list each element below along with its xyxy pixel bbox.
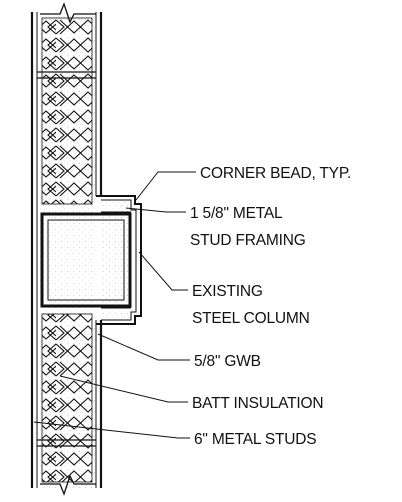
callouts: CORNER BEAD, TYP. 1 5/8" METAL STUD FRAM… [190,165,351,448]
leader-lines [33,171,196,439]
label-existing-column-line1: EXISTING [192,283,263,300]
batt-insulation-lower [41,313,93,483]
label-existing-column-line2: STEEL COLUMN [192,310,310,327]
label-metal-studs: 6" METAL STUDS [194,431,316,448]
break-line-top [40,2,96,24]
batt-insulation-upper [41,17,93,205]
label-batt-insulation: BATT INSULATION [192,395,323,412]
break-line-bottom [40,474,96,496]
label-gwb: 5/8" GWB [194,353,261,370]
steel-column [40,212,132,308]
label-corner-bead: CORNER BEAD, TYP. [200,165,351,182]
metal-studs [37,71,96,447]
label-stud-framing-line1: 1 5/8" METAL [190,205,283,222]
label-stud-framing-line2: STUD FRAMING [190,232,306,249]
